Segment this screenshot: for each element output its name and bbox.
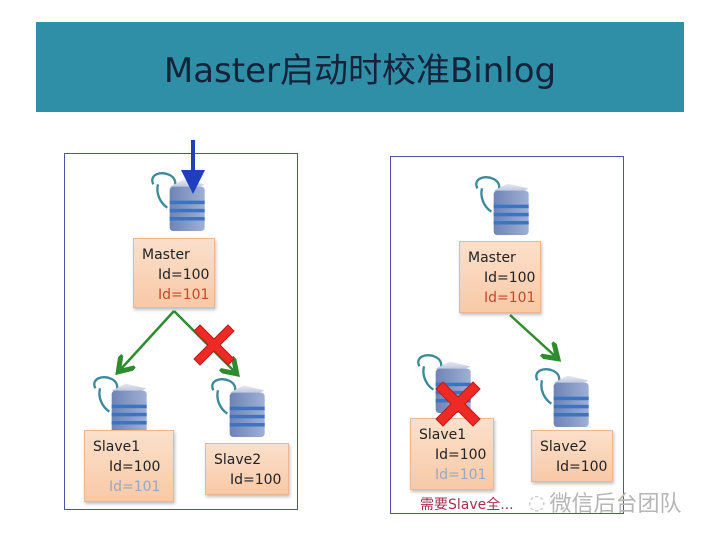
node-new-id: Id=101 xyxy=(158,287,210,303)
caption-note: 需要Slave全... xyxy=(420,497,514,513)
title-bar: Master启动时校准Binlog xyxy=(36,22,684,112)
node-lost-id: Id=101 xyxy=(435,467,487,483)
node-id: Id=100 xyxy=(230,472,282,488)
node-name: Slave1 xyxy=(93,439,141,455)
node-lost-id: Id=101 xyxy=(109,479,161,495)
replication-arrow-to-slave1 xyxy=(120,310,175,370)
slave-failed-cross-icon xyxy=(435,381,481,427)
node-name: Slave2 xyxy=(214,452,262,468)
node-id: Id=100 xyxy=(109,459,161,475)
node-id: Id=100 xyxy=(158,267,210,283)
slave1-node: Slave1 Id=100 Id=101 xyxy=(84,430,174,502)
slave2-node: Slave2 Id=100 xyxy=(205,443,289,495)
master-node: Master Id=100 Id=101 xyxy=(459,241,541,313)
node-name: Slave2 xyxy=(540,439,588,455)
master-node: Master Id=100 Id=101 xyxy=(133,238,215,308)
node-name: Master xyxy=(142,247,190,263)
slave1-node: Slave1 Id=100 Id=101 xyxy=(410,418,494,490)
wechat-icon: ◌ xyxy=(528,490,546,514)
slave2-node: Slave2 Id=100 xyxy=(531,430,613,482)
node-new-id: Id=101 xyxy=(484,290,536,306)
node-id: Id=100 xyxy=(435,447,487,463)
page-title: Master启动时校准Binlog xyxy=(163,50,557,91)
node-name: Slave1 xyxy=(419,427,467,443)
blocked-replication-cross-icon xyxy=(193,324,235,366)
node-id: Id=100 xyxy=(556,459,608,475)
node-id: Id=100 xyxy=(484,270,536,286)
watermark: ◌ 微信后台团队 xyxy=(528,486,681,518)
node-name: Master xyxy=(468,250,516,266)
replication-arrow-to-slave2 xyxy=(509,314,556,357)
watermark-text: 微信后台团队 xyxy=(549,492,682,517)
